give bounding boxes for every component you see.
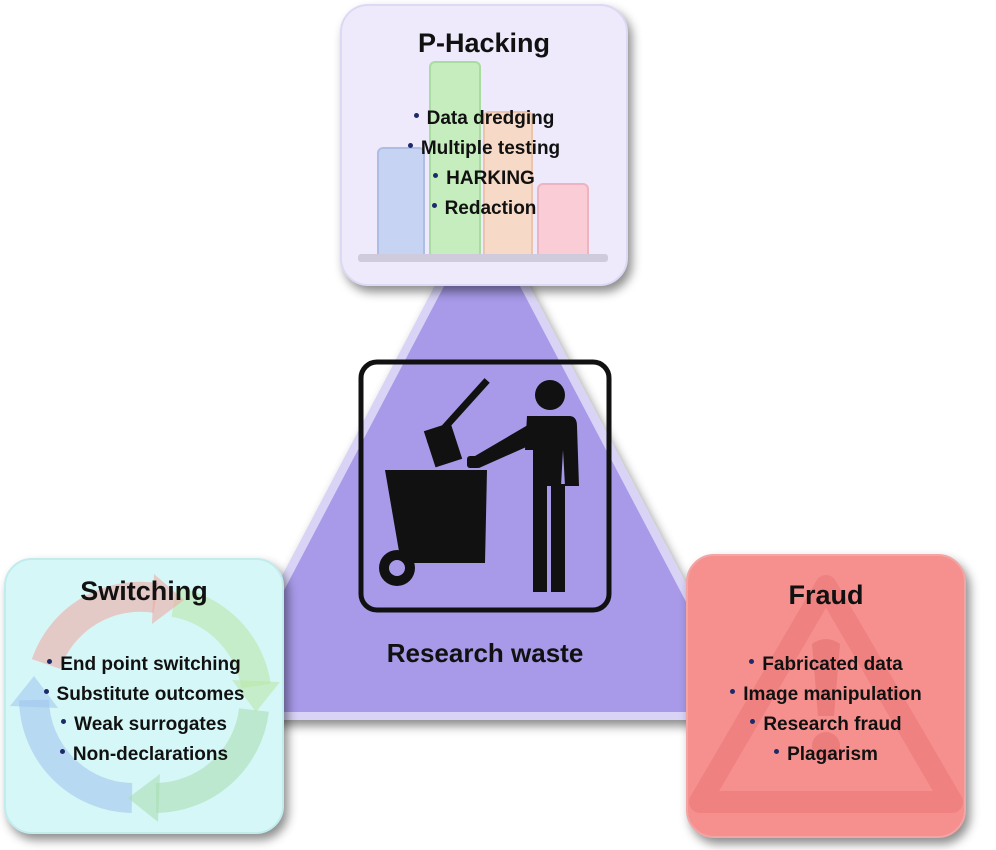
- bullet-dot-icon: [749, 659, 755, 665]
- phacking-title: P-Hacking: [417, 28, 551, 58]
- bullet-dot-icon: [407, 143, 413, 149]
- switching-list: End point switching Substitute outcomes …: [6, 650, 282, 770]
- list-item-label: Non-declarations: [72, 744, 229, 765]
- list-item: Plagarism: [688, 740, 964, 770]
- cycle-arrows-icon: [10, 574, 280, 822]
- bullet-dot-icon: [59, 749, 65, 755]
- fraud-box: Fraud Fabricated data Image manipulation…: [686, 554, 966, 838]
- list-item: Data dredging: [342, 104, 626, 134]
- switching-box: Switching End point switching Substitute…: [4, 558, 284, 834]
- warning-triangle-icon: [689, 575, 963, 813]
- bullet-dot-icon: [730, 689, 736, 695]
- list-item-label: Fabricated data: [762, 654, 903, 675]
- bullet-dot-icon: [413, 113, 419, 119]
- list-item: Non-declarations: [6, 740, 282, 770]
- bullet-dot-icon: [774, 749, 780, 755]
- list-item: End point switching: [6, 650, 282, 680]
- bullet-dot-icon: [431, 203, 437, 209]
- list-item: HARKING: [342, 164, 626, 194]
- bullet-dot-icon: [433, 173, 439, 179]
- bullet-dot-icon: [750, 719, 756, 725]
- list-item-label: Research fraud: [763, 714, 902, 735]
- list-item: Substitute outcomes: [6, 680, 282, 710]
- list-item: Fabricated data: [688, 650, 964, 680]
- bullet-dot-icon: [43, 689, 49, 695]
- fraud-title: Fraud: [788, 580, 864, 610]
- list-item-label: End point switching: [60, 654, 241, 675]
- list-item: Weak surrogates: [6, 710, 282, 740]
- list-item-label: Data dredging: [426, 108, 555, 129]
- list-item: Image manipulation: [688, 680, 964, 710]
- list-item-label: Redaction: [444, 198, 537, 219]
- list-item-label: HARKING: [446, 168, 535, 189]
- fraud-list: Fabricated data Image manipulation Resea…: [688, 650, 964, 770]
- phacking-box: P-Hacking Data dredging Multiple testing…: [340, 4, 628, 286]
- bullet-dot-icon: [47, 659, 53, 665]
- bar-chart-icon: [358, 61, 608, 262]
- bullet-dot-icon: [61, 719, 67, 725]
- list-item: Redaction: [342, 194, 626, 224]
- list-item-label: Weak surrogates: [74, 714, 227, 735]
- list-item-label: Substitute outcomes: [56, 684, 245, 705]
- list-item: Research fraud: [688, 710, 964, 740]
- list-item: Multiple testing: [342, 134, 626, 164]
- list-item-label: Image manipulation: [743, 684, 922, 705]
- person-throwing-trash-icon: [358, 359, 612, 613]
- switching-title: Switching: [80, 576, 208, 606]
- research-waste-label: Research waste: [386, 638, 584, 668]
- phacking-list: Data dredging Multiple testing HARKING R…: [342, 104, 626, 224]
- list-item-label: Plagarism: [787, 744, 878, 765]
- list-item-label: Multiple testing: [420, 138, 561, 159]
